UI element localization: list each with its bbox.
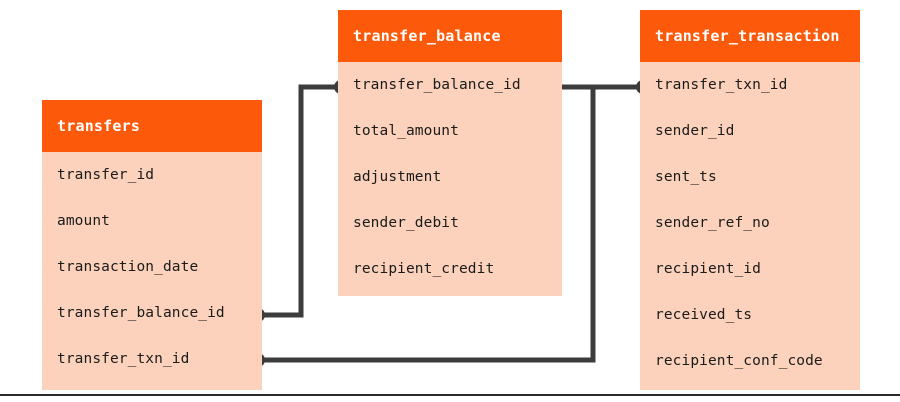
table-body-transfer-transaction: transfer_txn_id sender_id sent_ts sender…: [640, 62, 860, 390]
column-name: recipient_id: [655, 261, 761, 277]
column-row-transfer-balance-id[interactable]: transfer_balance_id: [338, 62, 562, 108]
table-title: transfers: [57, 117, 141, 135]
bottom-divider: [0, 394, 900, 396]
column-row-transaction-date[interactable]: transaction_date: [42, 244, 262, 290]
column-row-sender-id[interactable]: sender_id: [640, 108, 860, 154]
column-row-sender-ref-no[interactable]: sender_ref_no: [640, 200, 860, 246]
column-name: sender_debit: [353, 215, 459, 231]
column-name: transfer_txn_id: [655, 77, 788, 93]
column-name: transfer_balance_id: [57, 305, 225, 321]
column-row-adjustment[interactable]: adjustment: [338, 154, 562, 200]
column-row-recipient-credit[interactable]: recipient_credit: [338, 246, 562, 292]
column-name: transfer_txn_id: [57, 351, 190, 367]
column-row-transfer-txn-id[interactable]: transfer_txn_id: [640, 62, 860, 108]
column-name: transfer_balance_id: [353, 77, 521, 93]
column-row-transfer-txn-id[interactable]: transfer_txn_id: [42, 336, 262, 382]
table-header-transfer-balance: transfer_balance: [338, 10, 562, 62]
table-transfer-transaction[interactable]: transfer_transaction transfer_txn_id sen…: [640, 10, 860, 390]
column-row-sent-ts[interactable]: sent_ts: [640, 154, 860, 200]
column-row-transfer-id[interactable]: transfer_id: [42, 152, 262, 198]
column-name: recipient_conf_code: [655, 353, 823, 369]
column-row-received-ts[interactable]: received_ts: [640, 292, 860, 338]
table-header-transfers: transfers: [42, 100, 262, 152]
column-name: sender_id: [655, 123, 735, 139]
column-name: amount: [57, 213, 110, 229]
column-name: recipient_credit: [353, 261, 495, 277]
table-body-transfer-balance: transfer_balance_id total_amount adjustm…: [338, 62, 562, 296]
table-transfer-balance[interactable]: transfer_balance transfer_balance_id tot…: [338, 10, 562, 296]
table-title: transfer_balance: [353, 27, 501, 45]
column-row-recipient-id[interactable]: recipient_id: [640, 246, 860, 292]
column-name: transfer_id: [57, 167, 155, 183]
connector-line: [258, 84, 640, 363]
column-row-recipient-conf-code[interactable]: recipient_conf_code: [640, 338, 860, 384]
column-row-transfer-balance-id[interactable]: transfer_balance_id: [42, 290, 262, 336]
table-header-transfer-transaction: transfer_transaction: [640, 10, 860, 62]
column-name: received_ts: [655, 307, 753, 323]
table-transfers[interactable]: transfers transfer_id amount transaction…: [42, 100, 262, 390]
column-row-total-amount[interactable]: total_amount: [338, 108, 562, 154]
column-name: adjustment: [353, 169, 442, 185]
table-body-transfers: transfer_id amount transaction_date tran…: [42, 152, 262, 390]
column-row-amount[interactable]: amount: [42, 198, 262, 244]
column-name: sender_ref_no: [655, 215, 770, 231]
table-title: transfer_transaction: [655, 27, 840, 45]
column-name: total_amount: [353, 123, 459, 139]
column-row-sender-debit[interactable]: sender_debit: [338, 200, 562, 246]
column-name: transaction_date: [57, 259, 199, 275]
column-name: sent_ts: [655, 169, 717, 185]
